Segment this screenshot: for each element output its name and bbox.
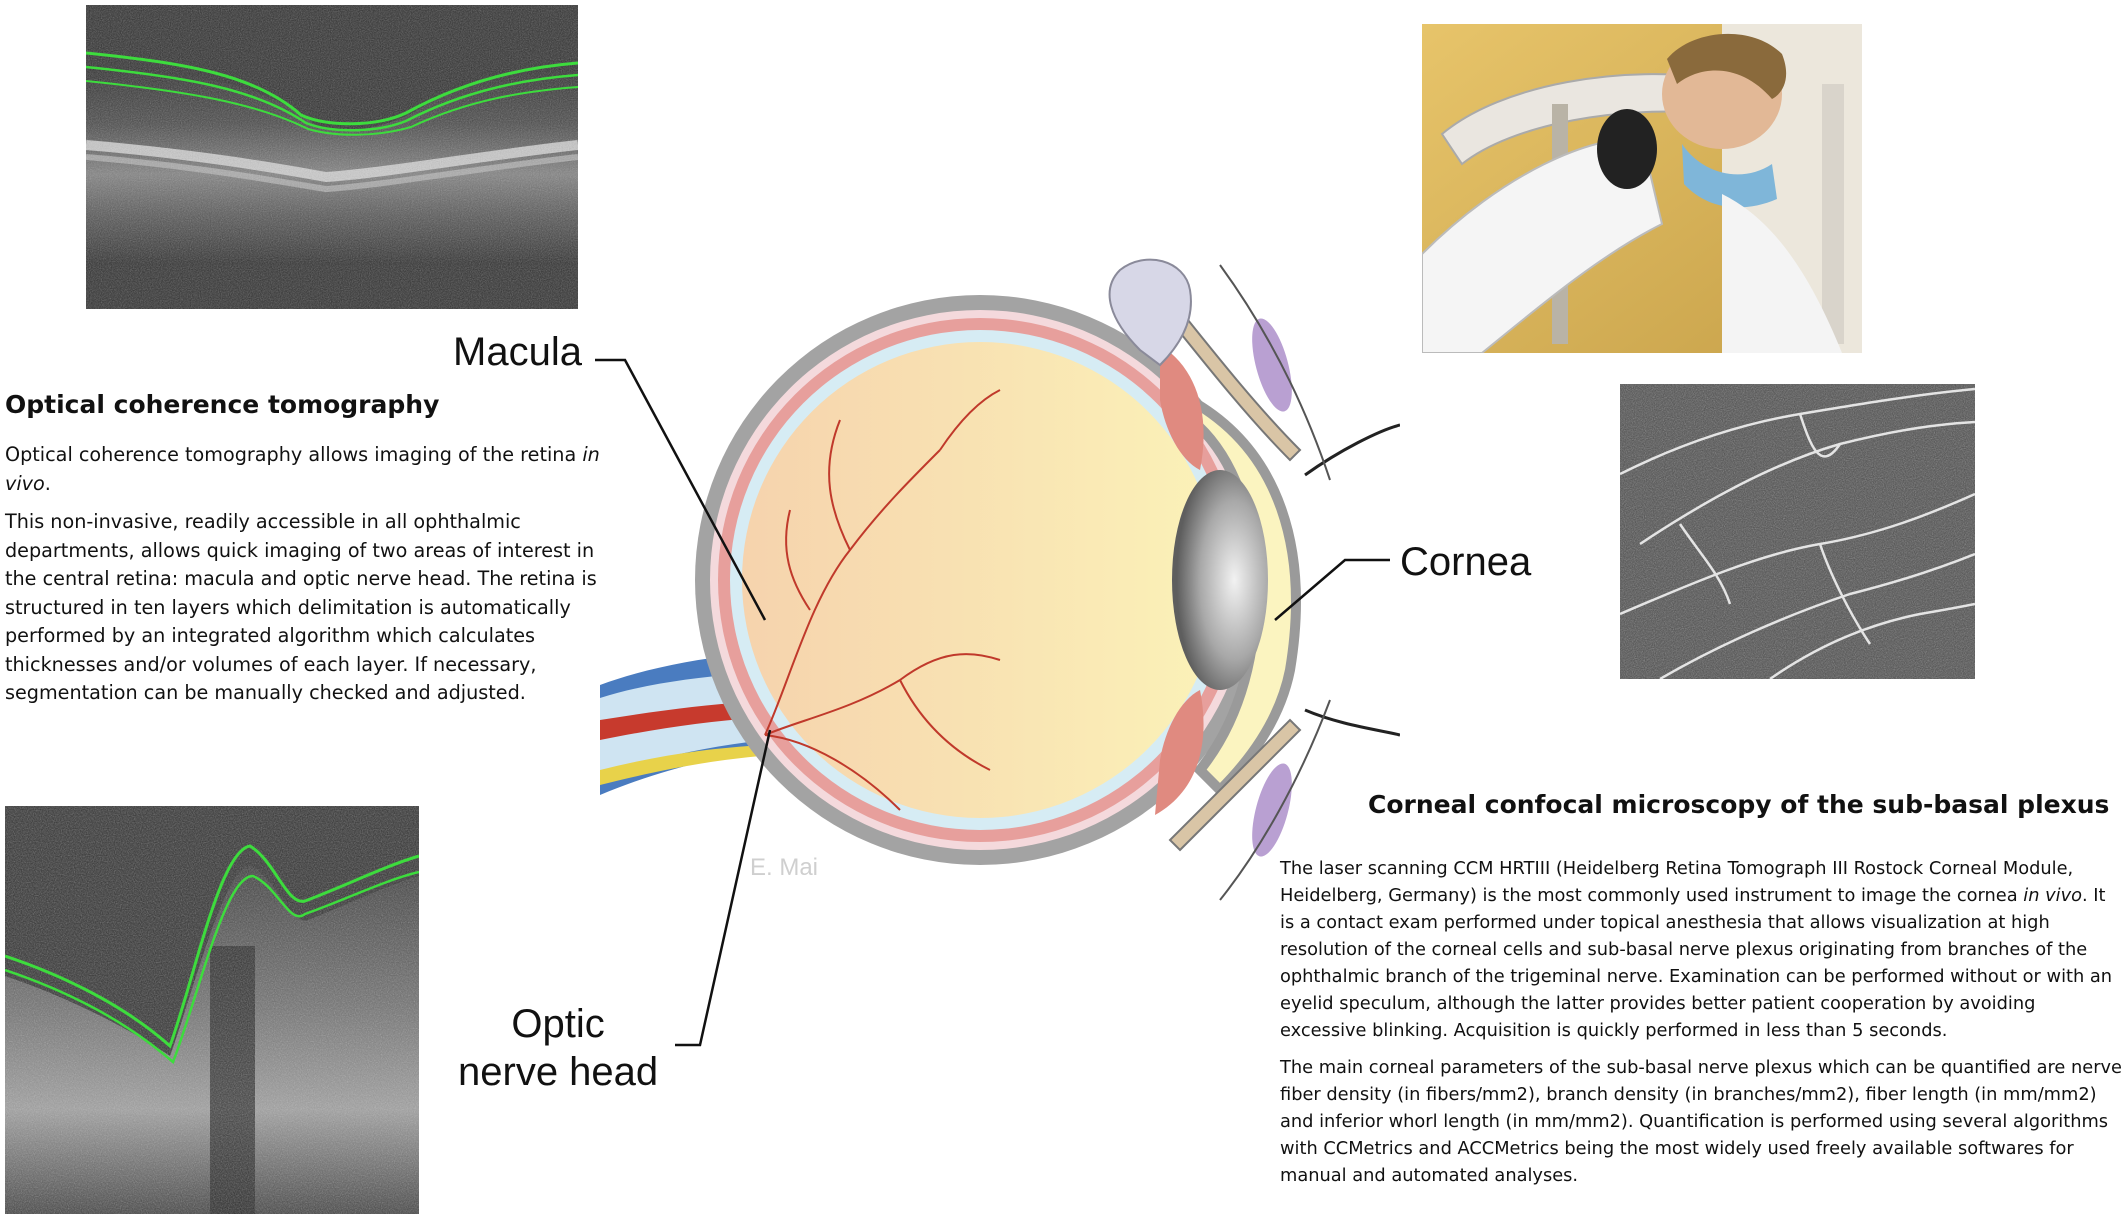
- lens: [1172, 470, 1268, 690]
- nerve-fibers: [1620, 387, 1975, 679]
- label-optic-nerve-head: Optic nerve head: [458, 1002, 659, 1094]
- oct-paragraph-2: This non-invasive, readily accessible in…: [5, 510, 597, 704]
- segmentation-line: [86, 51, 578, 126]
- ccm-section: Corneal confocal microscopy of the sub-b…: [1280, 790, 2122, 1199]
- retinal-vessels: [764, 389, 1001, 811]
- label-macula: Macula: [453, 330, 582, 374]
- label-cornea: Cornea: [1400, 540, 1532, 584]
- eye-diagram: E. Mai: [600, 250, 1400, 910]
- ccm-title: Corneal confocal microscopy of the sub-b…: [1368, 790, 2110, 819]
- oct-paragraph-1: Optical coherence tomography allows imag…: [5, 443, 600, 495]
- ccm-paragraph-2: The main corneal parameters of the sub-b…: [1280, 1057, 2122, 1186]
- watermark: E. Mai: [750, 854, 818, 881]
- ccm-paragraph-1: The laser scanning CCM HRTIII (Heidelber…: [1280, 858, 2113, 1041]
- ccm-exam-photo: [1422, 24, 1862, 353]
- oct-macula-scan: [86, 5, 578, 309]
- segmentation-line: [5, 844, 419, 1049]
- oct-section: Optical coherence tomography Optical coh…: [5, 390, 605, 718]
- oct-title: Optical coherence tomography: [5, 390, 440, 419]
- ccm-nerve-plexus-image: [1620, 384, 1975, 679]
- oct-optic-nerve-scan: [5, 806, 419, 1214]
